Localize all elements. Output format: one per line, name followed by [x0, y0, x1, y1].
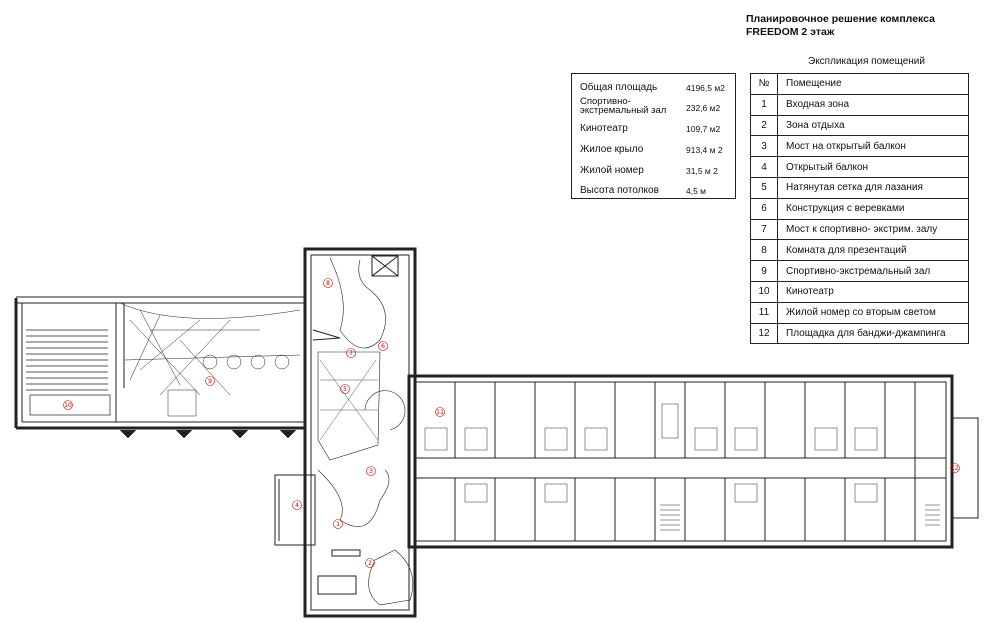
plan-mark-2: 2: [368, 560, 372, 567]
area-row: Жилое крыло 913,4 м 2: [580, 139, 729, 159]
cinema-seating: [26, 329, 111, 416]
plan-mark-6: 6: [381, 343, 385, 350]
area-value: 31,5 м 2: [686, 166, 718, 176]
plan-mark-11: 11: [436, 409, 444, 416]
area-value: 109,7 м2: [686, 124, 721, 134]
title-line-1: Планировочное решение комплекса: [746, 13, 935, 25]
plan-mark-3: 3: [369, 468, 373, 475]
area-label: Кинотеатр: [580, 123, 628, 134]
area-row: Жилой номер 31,5 м 2: [580, 160, 729, 180]
area-summary-table: Общая площадь 4196,5 м2 Спортивно-экстре…: [571, 73, 736, 199]
area-value: 4196,5 м2: [686, 83, 725, 93]
central-block: [303, 247, 417, 618]
plan-mark-8: 8: [326, 280, 330, 287]
plan-mark-12: 12: [951, 465, 959, 472]
sport-hall-structures: [119, 302, 301, 439]
open-balcony: [274, 474, 316, 546]
area-label: Высота потолков: [580, 185, 659, 196]
area-label: Спортивно-экстремальный зал: [580, 96, 667, 116]
room-marks: [63, 278, 960, 568]
plan-mark-9: 9: [208, 378, 212, 385]
area-value: 232,6 м2: [686, 103, 721, 113]
area-label: Общая площадь: [580, 82, 658, 93]
plan-mark-5: 5: [343, 386, 347, 393]
plan-mark-7: 7: [349, 350, 353, 357]
area-value: 4,5 м: [686, 186, 707, 196]
area-label: Жилой номер: [580, 165, 644, 176]
explication-title: Экспликация помещений: [808, 56, 925, 67]
area-label: Жилое крыло: [580, 144, 644, 155]
west-wing: [14, 296, 305, 430]
area-row: Спортивно-экстремальный зал 232,6 м2: [580, 97, 729, 117]
area-row: Общая площадь 4196,5 м2: [580, 77, 729, 97]
plan-mark-10: 10: [64, 402, 72, 409]
area-value: 913,4 м 2: [686, 145, 723, 155]
plan-mark-1: 1: [336, 521, 340, 528]
room-name: Площадка для банджи-джампинга: [777, 322, 969, 345]
title-line-2: FREEDOM 2 этаж: [746, 26, 835, 38]
bungee-platform: [952, 417, 979, 519]
area-row: Кинотеатр 109,7 м2: [580, 118, 729, 138]
residential-wing: [407, 374, 954, 549]
plan-mark-4: 4: [295, 502, 299, 509]
drawing-title: Планировочное решение комплекса FREEDOM …: [746, 13, 935, 39]
area-row: Высота потолков 4,5 м: [580, 180, 729, 200]
